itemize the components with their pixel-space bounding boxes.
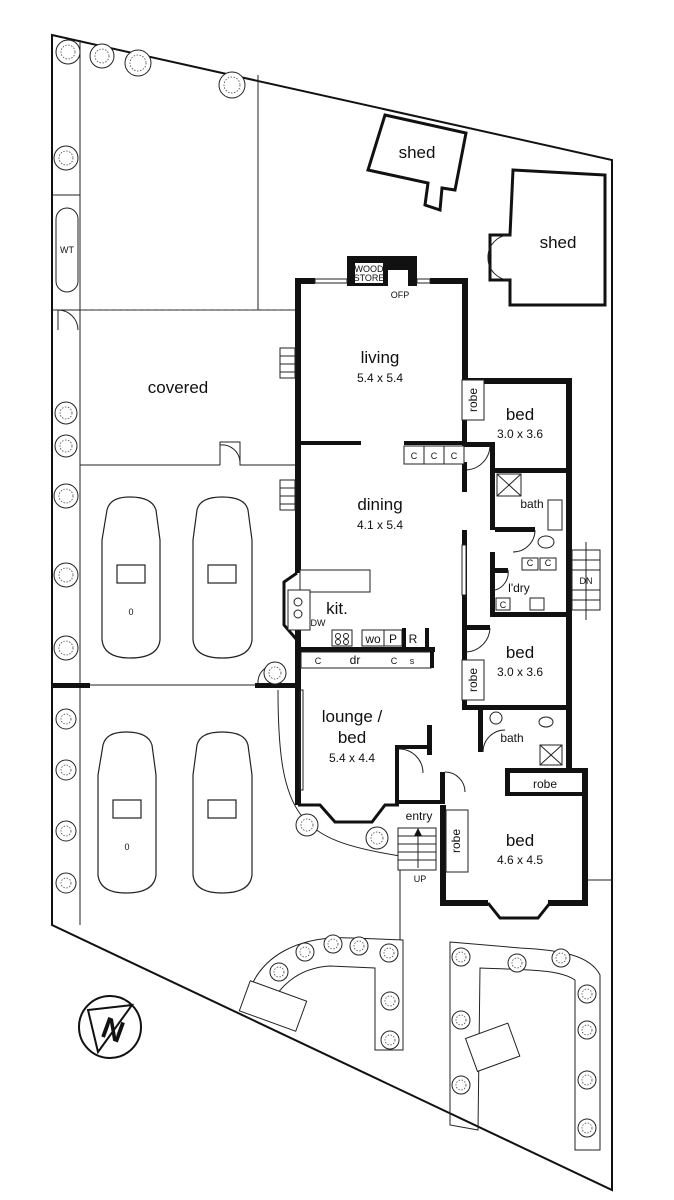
- shrub: [323, 934, 343, 954]
- shed-small-label: shed: [399, 143, 436, 162]
- bed1-dims: 3.0 x 3.6: [497, 427, 543, 441]
- shrub: [55, 708, 77, 730]
- shrub: [54, 401, 78, 425]
- pantry-label: P: [389, 632, 397, 646]
- car-1-mark: 0: [128, 607, 133, 617]
- living-name: living: [361, 348, 400, 367]
- car-4: [192, 731, 253, 894]
- cupboard-d1: C: [411, 451, 418, 461]
- kitchen-name: kit.: [326, 599, 348, 618]
- cupboard-d2: C: [431, 451, 438, 461]
- lounge-name-2: bed: [338, 728, 366, 747]
- laundry-cupboard-1: C: [527, 558, 534, 568]
- cars: 0 0: [97, 496, 253, 894]
- lounge-name-1: lounge /: [322, 707, 383, 726]
- shrub: [380, 1030, 400, 1050]
- shrub: [54, 434, 78, 458]
- laundry-cupboard-2: C: [545, 558, 552, 568]
- bed2-dims: 3.0 x 3.6: [497, 665, 543, 679]
- cupboard-d3: C: [451, 451, 458, 461]
- shrub: [89, 43, 115, 69]
- shrub: [295, 813, 319, 837]
- shrub: [551, 948, 571, 968]
- shrubs: [53, 39, 597, 1138]
- fridge-label: R: [409, 632, 418, 646]
- shrub: [55, 759, 77, 781]
- shrub: [124, 49, 152, 77]
- dishwasher-label: DW: [311, 618, 326, 628]
- shrub: [269, 962, 289, 982]
- car-3: 0: [97, 731, 157, 894]
- shrub: [577, 1118, 597, 1138]
- wall-oven-label: wo: [364, 632, 381, 646]
- bed2-robe-label: robe: [466, 668, 480, 692]
- shelf-label: s: [410, 656, 415, 666]
- shed-small: shed: [366, 113, 468, 213]
- shrub: [53, 145, 79, 171]
- room-labels: living 5.4 x 5.4 dining 4.1 x 5.4 kit. l…: [148, 348, 552, 867]
- bath2-name: bath: [500, 731, 523, 745]
- house-walls: WOOD STORE OFP robe: [52, 256, 601, 920]
- dining-name: dining: [357, 495, 402, 514]
- drawer-label: dr: [350, 653, 361, 667]
- bed3-robe-label: robe: [533, 777, 557, 791]
- stairs-down-label: DN: [580, 576, 593, 586]
- shrub: [451, 1010, 471, 1030]
- bath1-name: bath: [520, 497, 543, 511]
- shrub: [451, 947, 471, 967]
- north-arrow-icon: N: [78, 995, 142, 1059]
- shrub: [349, 936, 369, 956]
- car-3-mark: 0: [124, 842, 129, 852]
- cabinet-c1: C: [315, 656, 322, 666]
- dining-dims: 4.1 x 5.4: [357, 518, 403, 532]
- side-stairs: DN: [571, 542, 601, 620]
- water-tank: WT: [55, 207, 79, 293]
- car-2: [192, 496, 253, 659]
- wood-store-label-1: WOOD: [355, 264, 384, 274]
- shrub: [53, 635, 79, 661]
- living-dims: 5.4 x 5.4: [357, 371, 403, 385]
- cabinet-c2: C: [391, 656, 398, 666]
- shrub: [53, 562, 79, 588]
- shrub: [53, 483, 79, 509]
- garden-beds: [238, 937, 601, 1151]
- lounge-dims: 5.4 x 4.4: [329, 751, 375, 765]
- bed1-robe-label: robe: [466, 388, 480, 412]
- shrub: [295, 942, 315, 962]
- laundry-name: l'dry: [508, 581, 530, 595]
- water-tank-label: WT: [60, 245, 74, 255]
- shrub: [365, 826, 389, 850]
- shed-large: shed: [487, 168, 607, 307]
- shrub: [263, 661, 287, 685]
- wood-store-label-2: STORE: [354, 273, 385, 283]
- bed3-wardrobe-label: robe: [449, 829, 463, 853]
- entry-name: entry: [406, 809, 433, 823]
- shrub: [577, 984, 597, 1004]
- shed-large-label: shed: [540, 233, 577, 252]
- gate: [57, 309, 79, 331]
- shrub: [55, 820, 77, 842]
- shrub: [55, 872, 77, 894]
- shrub: [218, 71, 246, 99]
- ofp-label: OFP: [391, 290, 410, 300]
- shrub: [55, 39, 81, 65]
- bed2-name: bed: [506, 643, 534, 662]
- shrub: [380, 991, 400, 1011]
- laundry-cupboard-3: C: [500, 600, 507, 610]
- shrub: [577, 1020, 597, 1040]
- shrub: [577, 1070, 597, 1090]
- site-boundary: [51, 33, 613, 1192]
- shrub: [507, 953, 527, 973]
- entry-stairs: UP: [397, 827, 437, 884]
- bed3-name: bed: [506, 831, 534, 850]
- covered-name: covered: [148, 378, 208, 397]
- bed3-dims: 4.6 x 4.5: [497, 853, 543, 867]
- shrub: [451, 1075, 471, 1095]
- shrub: [379, 943, 399, 963]
- bed1-name: bed: [506, 405, 534, 424]
- stairs-up-label: UP: [414, 874, 427, 884]
- car-1: 0: [101, 496, 161, 659]
